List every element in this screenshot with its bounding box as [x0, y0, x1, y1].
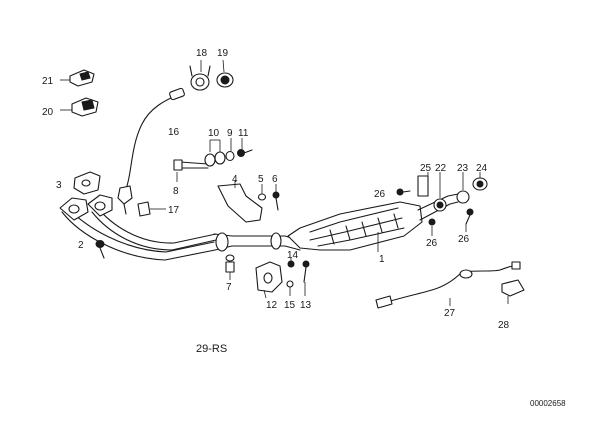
callout-26-right: 26: [458, 234, 470, 245]
catalytic-converter-part-1: [287, 193, 459, 252]
callout-19: 19: [217, 48, 229, 59]
bolt-part-25: [417, 172, 429, 197]
clip-part-17: [137, 201, 166, 217]
callout-labels: 1 2 3 4 5 6 7 8 9 10 11 12 13 14 15 16 1…: [42, 48, 510, 331]
connector-part-28: [501, 279, 525, 304]
callout-27: 27: [444, 308, 456, 319]
callout-15: 15: [284, 300, 296, 311]
mount-part-24: [472, 172, 488, 191]
nut-part-26-top: [396, 188, 411, 196]
callout-8: 8: [173, 186, 179, 197]
clamp-part-18: [189, 60, 211, 91]
bracket-part-4: [217, 180, 263, 223]
callout-20: 20: [42, 107, 54, 118]
callout-13: 13: [300, 300, 312, 311]
callout-16: 16: [168, 127, 180, 138]
bolt-part-13: [302, 260, 310, 296]
callout-3: 3: [56, 180, 62, 191]
ring-part-19: [216, 59, 234, 88]
bracket-part-12: [255, 261, 283, 299]
clip-part-20: [60, 97, 99, 117]
callout-12: 12: [266, 300, 278, 311]
nut-part-26-right: [465, 208, 474, 232]
callout-9: 9: [227, 128, 233, 139]
callout-22: 22: [435, 163, 447, 174]
callout-18: 18: [196, 48, 208, 59]
callout-7: 7: [226, 282, 232, 293]
diagram-caption: 29-RS: [196, 343, 227, 355]
callout-26-top: 26: [374, 189, 386, 200]
manifold-flange-left: [59, 197, 89, 221]
callout-17: 17: [168, 205, 180, 216]
callout-2: 2: [78, 240, 84, 251]
callout-10: 10: [208, 128, 220, 139]
callout-4: 4: [232, 174, 238, 185]
washer-part-15: [286, 280, 294, 296]
callout-11: 11: [238, 128, 249, 139]
clip-part-21: [60, 69, 95, 87]
hanger-part-7: [225, 254, 235, 280]
washer-part-5: [257, 184, 267, 201]
washer-part-9: [225, 138, 235, 162]
callout-6: 6: [272, 174, 278, 185]
callout-14: 14: [287, 250, 299, 261]
nut-part-11: [237, 138, 253, 157]
document-number: 00002658: [530, 399, 566, 408]
callout-28: 28: [498, 320, 510, 331]
bolt-part-14: [287, 258, 295, 268]
nut-part-26-left: [428, 218, 436, 236]
bolt-part-8: [173, 159, 209, 182]
callout-5: 5: [258, 174, 264, 185]
oxygen-sensor-cable-part-16: [117, 87, 185, 215]
nut-part-2: [95, 240, 105, 259]
gasket-part-3: [73, 171, 101, 195]
washer-part-10: [204, 139, 226, 167]
callout-21: 21: [42, 76, 54, 87]
sensor-cable-part-27: [375, 261, 521, 309]
callout-1: 1: [379, 254, 385, 265]
callout-25: 25: [420, 163, 432, 174]
callout-26-left: 26: [426, 238, 438, 249]
mount-part-22: [433, 172, 447, 212]
callout-24: 24: [476, 163, 488, 174]
ring-part-23: [456, 172, 470, 204]
callout-23: 23: [457, 163, 469, 174]
bolt-part-6: [272, 184, 280, 211]
manifold-flange-right: [87, 194, 113, 217]
